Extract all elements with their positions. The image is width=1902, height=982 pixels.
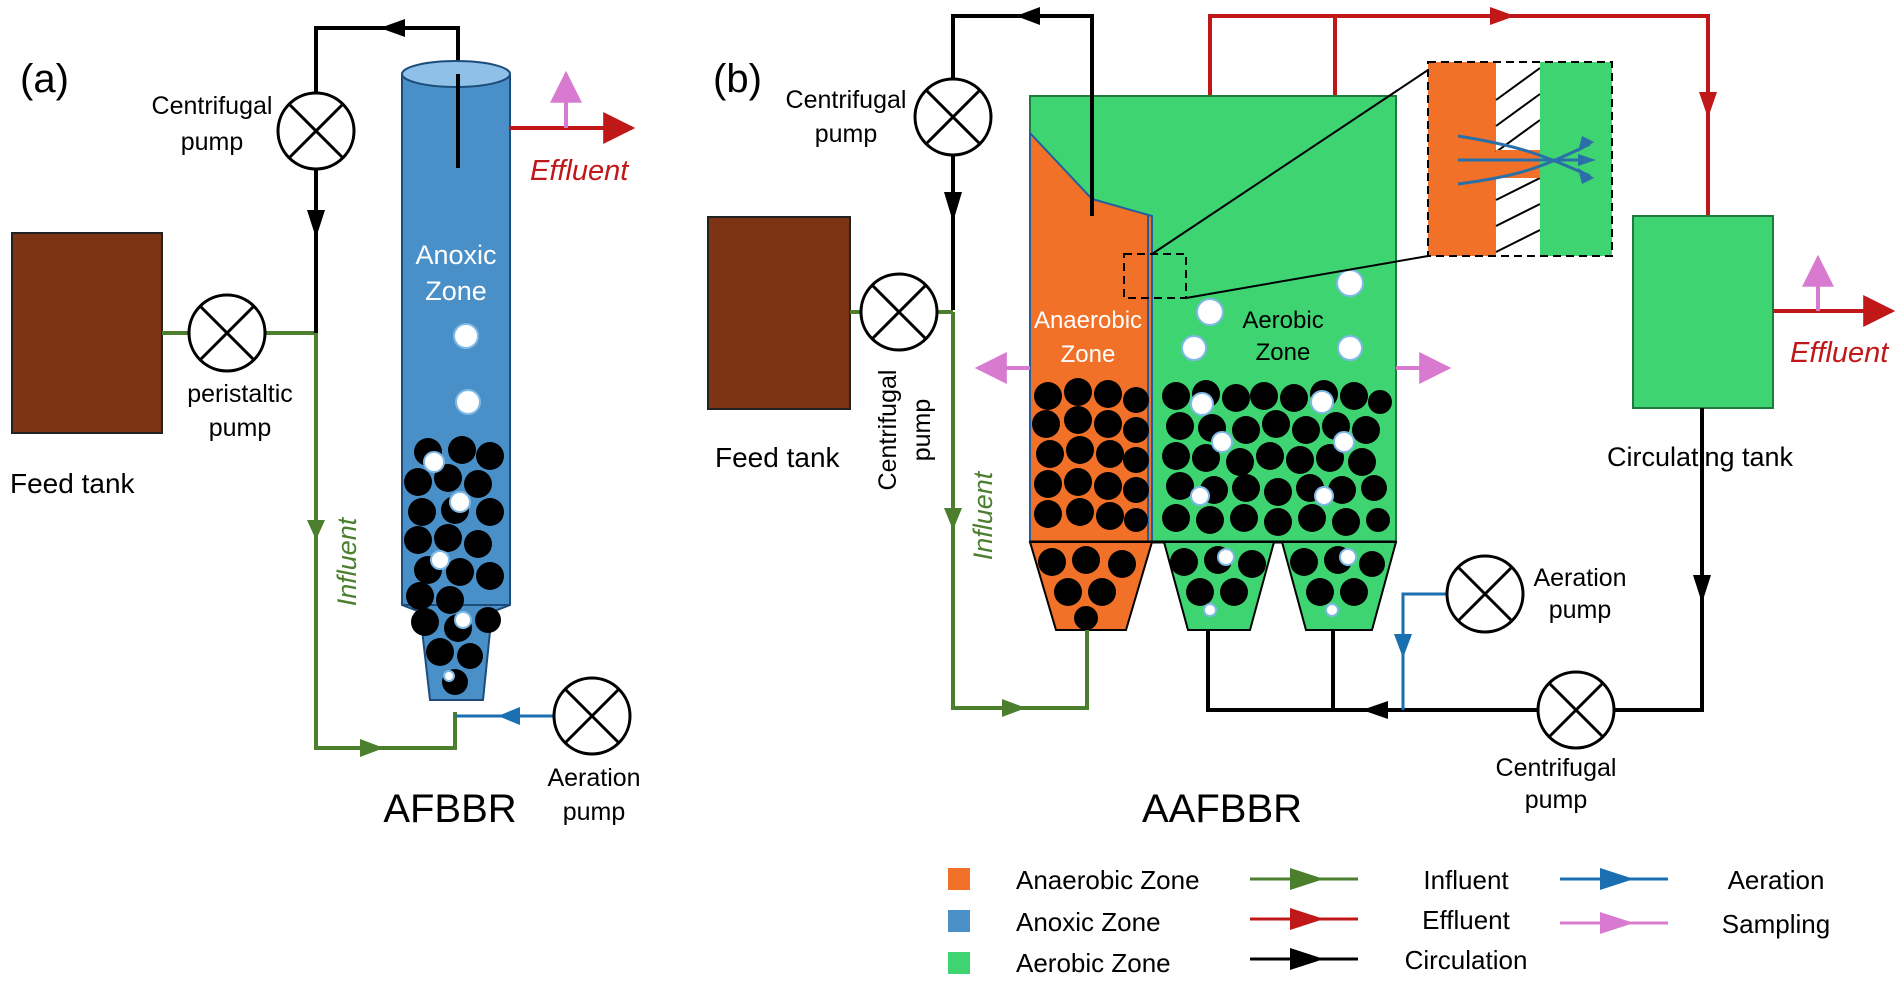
- peristaltic-pump: [187, 293, 267, 373]
- legend-label-anoxic: Anoxic Zone: [1016, 907, 1161, 937]
- centrifugal-pump-a-label-1: Centrifugal: [152, 92, 273, 120]
- aeration-pump-a-label-1: Aeration: [547, 764, 640, 792]
- feed-tank-b-label: Feed tank: [715, 442, 841, 473]
- feed-tank-a: [11, 232, 163, 434]
- feed-tank-a-label: Feed tank: [10, 468, 136, 499]
- legend-label-influent: Influent: [1423, 865, 1509, 895]
- effluent-arrow-b2: [1699, 92, 1717, 118]
- legend-swatch-anaerobic: [948, 868, 970, 890]
- panel-b-label: (b): [713, 57, 762, 101]
- centrifugal-pump-a: [276, 91, 356, 171]
- influent-arrow-b2: [1002, 699, 1026, 717]
- legend-label-circulation: Circulation: [1405, 945, 1528, 975]
- zoom-region: [1123, 253, 1187, 299]
- feed-tank-b: [707, 216, 851, 410]
- centrifugal-pump-a-label-2: pump: [181, 128, 244, 156]
- influent-line-a: [162, 331, 457, 750]
- zoom-detail: [1427, 61, 1613, 257]
- legend-line-effluent: [1250, 908, 1358, 930]
- legend-line-sampling: [1560, 912, 1668, 934]
- peristaltic-pump-label-1: peristaltic: [187, 380, 293, 408]
- aeration-arrow-a: [498, 707, 520, 725]
- legend-label-anaerobic: Anaerobic Zone: [1016, 865, 1200, 895]
- centrifugal-pump-b-top: [913, 77, 993, 157]
- influent-arrow-b1: [944, 508, 962, 530]
- aerobic-zone-label-1: Aerobic: [1242, 307, 1323, 334]
- legend: Anaerobic Zone Anoxic Zone Aerobic Zone …: [948, 865, 1830, 978]
- aeration-line-b: [1401, 592, 1447, 710]
- aafbbr-title: AAFBBR: [1142, 787, 1302, 831]
- effluent-label-a: Effluent: [530, 155, 630, 187]
- aeration-arrow-b: [1394, 634, 1412, 658]
- zoom-line-2: [1185, 255, 1429, 299]
- anoxic-zone-label-2: Zone: [425, 276, 487, 306]
- legend-label-aerobic: Aerobic Zone: [1016, 948, 1171, 978]
- panel-b: (b) Feed tank Centrifugal pump: [707, 7, 1896, 831]
- carriers-a: [404, 323, 504, 695]
- circulation-arrow-b1: [1016, 7, 1040, 25]
- circulation-line-b-bottom: [1206, 408, 1704, 712]
- panel-a: (a) Feed tank Anoxic Zone: [10, 19, 641, 831]
- legend-swatch-anoxic: [948, 910, 970, 932]
- influent-label-b: Influent: [968, 470, 998, 560]
- circulation-arrow-a1: [380, 19, 405, 37]
- aeration-pump-b: [1445, 554, 1525, 634]
- centrifugal-pump-b-bottom-label-2: pump: [1525, 786, 1588, 814]
- legend-label-sampling: Sampling: [1722, 909, 1830, 939]
- circulation-arrow-b4: [1362, 701, 1388, 719]
- centrifugal-pump-b-side-label-2: pump: [908, 399, 936, 462]
- legend-swatch-aerobic: [948, 952, 970, 974]
- zoom-line-1: [1151, 69, 1429, 255]
- legend-line-aeration: [1560, 868, 1668, 890]
- aeration-pump-a-label-2: pump: [563, 798, 626, 826]
- influent-label-a: Influent: [332, 516, 362, 606]
- circulation-arrow-a2: [307, 210, 325, 238]
- circulation-arrow-b2: [944, 192, 962, 222]
- centrifugal-pump-b-top-label-1: Centrifugal: [786, 86, 907, 114]
- aeration-pump-b-label-2: pump: [1549, 596, 1612, 624]
- centrifugal-pump-b-bottom-label-1: Centrifugal: [1496, 754, 1617, 782]
- aerobic-zone-label-2: Zone: [1256, 339, 1311, 366]
- anaerobic-zone-label-2: Zone: [1061, 341, 1116, 368]
- legend-line-circulation: [1250, 948, 1358, 970]
- influent-arrow-a2: [360, 739, 384, 757]
- anoxic-zone-label-1: Anoxic: [415, 240, 496, 270]
- centrifugal-pump-b-side-label-1: Centrifugal: [874, 370, 902, 491]
- anaerobic-section: [1029, 130, 1153, 543]
- panel-a-label: (a): [20, 57, 69, 101]
- influent-arrow-a1: [307, 520, 325, 540]
- legend-label-aeration: Aeration: [1728, 865, 1825, 895]
- peristaltic-pump-label-2: pump: [209, 414, 272, 442]
- centrifugal-pump-b-side: [859, 272, 939, 352]
- circulation-arrow-b3: [1693, 575, 1711, 603]
- centrifugal-pump-b-top-label-2: pump: [815, 120, 878, 148]
- anaerobic-zone-label-1: Anaerobic: [1034, 307, 1142, 334]
- carriers-b: [1032, 269, 1392, 630]
- legend-label-effluent: Effluent: [1422, 905, 1510, 935]
- afbbr-title: AFBBR: [383, 787, 516, 831]
- effluent-arrow-b1: [1490, 7, 1515, 25]
- effluent-label-b: Effluent: [1790, 337, 1890, 369]
- legend-line-influent: [1250, 868, 1358, 890]
- aeration-pump-b-label-1: Aeration: [1533, 564, 1626, 592]
- circulating-tank: [1632, 215, 1774, 409]
- centrifugal-pump-b-bottom: [1536, 670, 1616, 750]
- aeration-pump-a: [552, 676, 632, 756]
